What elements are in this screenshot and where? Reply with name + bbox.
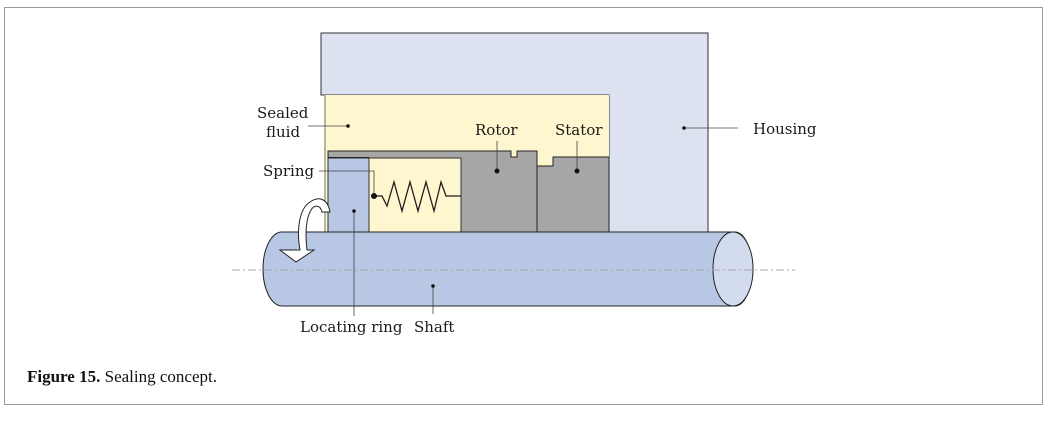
sealed-fluid-label-line1: Sealed: [257, 104, 309, 122]
stator: [536, 156, 610, 233]
stator-dot: [574, 168, 580, 174]
shaft-label: Shaft: [414, 318, 454, 336]
rotation-arrow-icon: [278, 198, 331, 263]
sealed-fluid-label-line2: fluid: [266, 123, 300, 141]
spring-label: Spring: [263, 162, 315, 180]
stator-label: Stator: [555, 121, 603, 139]
shaft-dot: [431, 284, 435, 288]
figure-caption: Figure 15. Sealing concept.: [27, 367, 217, 387]
housing-label: Housing: [753, 120, 817, 138]
rotor-label: Rotor: [475, 121, 518, 139]
locating-ring-dot: [352, 209, 356, 213]
locating-ring: [327, 157, 370, 233]
shaft: [262, 231, 753, 307]
shaft-end-face: [712, 231, 754, 307]
housing-dot: [682, 126, 686, 130]
locating-ring-label: Locating ring: [300, 318, 403, 336]
spring-chamber: [368, 157, 462, 233]
spring-dot: [371, 193, 377, 199]
figure-number: Figure 15.: [27, 367, 101, 386]
sealed-fluid-dot: [346, 124, 350, 128]
rotor-dot: [494, 168, 500, 174]
spring: [374, 179, 461, 214]
figure-caption-text: Sealing concept.: [100, 367, 217, 386]
spring-leader: [319, 170, 375, 196]
